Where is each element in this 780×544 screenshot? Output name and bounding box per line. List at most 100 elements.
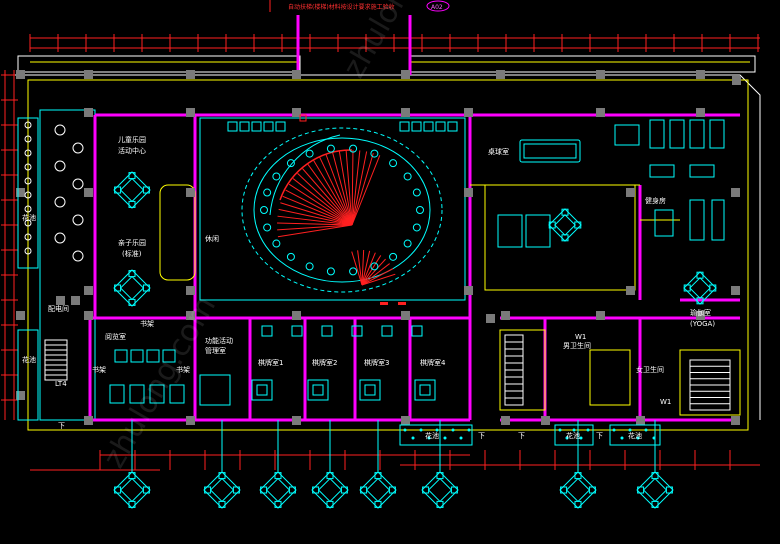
room-seat: [321, 325, 333, 337]
stair-tread: [351, 152, 374, 226]
stair-tread: [325, 154, 353, 226]
label-bookshelf-left: 书架: [92, 365, 106, 374]
drawing-mark: [113, 171, 151, 209]
watermark-text: zhulong.com: [337, 0, 463, 84]
reading-desk: [129, 384, 145, 404]
label-flower-left: 花池: [22, 213, 36, 222]
label-female-wc: 女卫生间: [636, 365, 664, 374]
atrium-chair: [326, 267, 335, 276]
shrub: [586, 428, 590, 432]
table-group: [636, 471, 674, 509]
drawing-mark: [559, 471, 597, 509]
column: [541, 416, 550, 425]
header-badge: A02: [431, 4, 443, 11]
shrub: [572, 428, 576, 432]
room-labels: 儿童乐园 活动中心 亲子乐园 (标准) 休闲 阅览室 书架 书架 书架 功能活动…: [22, 135, 715, 440]
drawing-mark: [288, 486, 296, 494]
room-furniture: [109, 121, 458, 406]
drawing-mark: [588, 486, 596, 494]
column: [696, 311, 705, 320]
label-function-2: 管理室: [205, 346, 226, 355]
atrium-chair: [370, 149, 379, 158]
column: [186, 188, 195, 197]
drawing-mark: [709, 284, 717, 292]
room-seat: [291, 325, 303, 337]
label-chess-1: 棋牌室1: [258, 358, 283, 367]
drawing-mark: [561, 208, 569, 216]
column: [401, 311, 410, 320]
sofa-seat: [263, 121, 274, 132]
drawing-mark: [365, 477, 391, 503]
shrub: [565, 436, 569, 440]
shrub: [24, 121, 32, 129]
atrium-chair: [370, 262, 379, 271]
shrub: [24, 191, 32, 199]
stair-tread-lower: [357, 250, 363, 286]
label-bookshelf-top: 书架: [140, 319, 154, 328]
drawing-mark: [427, 477, 453, 503]
drawing-mark: [326, 500, 334, 508]
drawing-mark: [142, 284, 150, 292]
column: [186, 416, 195, 425]
sofa-seat: [227, 121, 238, 132]
drawing-mark: [665, 486, 673, 494]
drawing-mark: [574, 221, 582, 229]
column: [596, 108, 605, 117]
label-w1a: W1: [575, 333, 586, 341]
column: [84, 286, 93, 295]
stair-tread-lower: [361, 250, 371, 286]
tree: [72, 250, 84, 262]
drawing-mark: [651, 500, 659, 508]
label-function-1: 功能活动: [205, 336, 233, 345]
atrium-chair: [416, 206, 424, 214]
atrium-chair: [286, 252, 295, 261]
drawing-mark: [374, 500, 382, 508]
column: [731, 416, 740, 425]
drawing-mark: [218, 472, 226, 480]
atrium-chair: [403, 239, 412, 248]
label-w1b: W1: [660, 398, 671, 406]
tree: [72, 214, 84, 226]
drawing-mark: [312, 486, 320, 494]
column: [486, 314, 495, 323]
room-seat: [351, 325, 363, 337]
drawing-mark: [689, 277, 711, 299]
drawing-mark: [422, 486, 430, 494]
shrub: [24, 233, 32, 241]
chess-top: [364, 384, 376, 396]
label-down-2: 下: [478, 432, 485, 440]
tree: [72, 178, 84, 190]
atrium-seating: [260, 144, 424, 276]
door-marks: [299, 114, 406, 305]
room-seat: [411, 325, 423, 337]
drawing-mark: [548, 208, 582, 242]
sofa-seat: [275, 121, 286, 132]
stair-tread: [285, 189, 353, 226]
drawing-mark: [203, 471, 241, 509]
drawing-mark: [128, 270, 136, 278]
reading-seat: [130, 349, 144, 363]
shrub: [419, 428, 423, 432]
label-billiards: 桌球室: [488, 147, 509, 156]
chess-table: [414, 379, 436, 401]
reading-seat: [162, 349, 176, 363]
atrium-chair: [272, 172, 281, 181]
label-parent-child: 亲子乐园: [118, 238, 146, 247]
tree: [54, 196, 66, 208]
stair-tread: [351, 150, 361, 226]
drawing-mark: [554, 214, 576, 236]
room-seat: [381, 325, 393, 337]
header-note: 自动扶梯(楼梯)材料按设计要求施工验收: [288, 3, 395, 11]
drawing-mark: [128, 200, 136, 208]
table-group: [359, 471, 397, 509]
upper-site-outline: [17, 55, 756, 73]
column: [16, 391, 25, 400]
tree: [72, 142, 84, 154]
shrub: [435, 428, 439, 432]
column: [696, 70, 705, 79]
drawing-mark: [311, 471, 349, 509]
label-down-3: 下: [518, 432, 525, 440]
column: [56, 296, 65, 305]
label-reading: 阅览室: [105, 332, 126, 341]
label-yoga-en: (YOGA): [690, 320, 715, 328]
